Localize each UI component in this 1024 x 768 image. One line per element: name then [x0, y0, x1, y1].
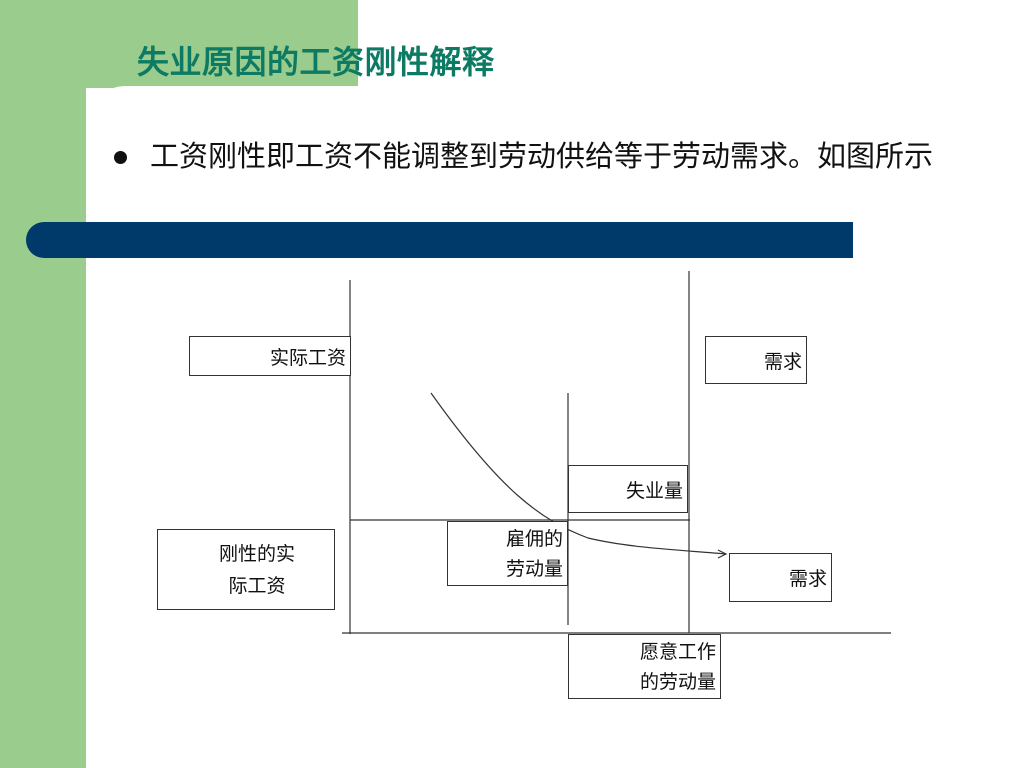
label-real-wage: 实际工资	[189, 336, 351, 376]
bullet-text: 工资刚性即工资不能调整到劳动供给等于劳动需求。如图所示	[150, 139, 934, 173]
label-demand-bottom-text: 需求	[788, 568, 827, 590]
divider-bar	[26, 222, 853, 258]
label-demand-top: 需求	[705, 336, 807, 384]
label-employed-labor: 雇佣的 劳动量	[447, 521, 568, 586]
demand-curve	[430, 392, 727, 555]
label-demand-top-text: 需求	[763, 350, 802, 373]
label-employed-labor-line1: 雇佣的	[505, 527, 563, 550]
label-rigid-wage-line2: 际工资	[228, 574, 286, 597]
green-side-strip	[0, 0, 86, 768]
label-rigid-wage-line1: 刚性的实	[218, 542, 295, 565]
label-real-wage-text: 实际工资	[269, 346, 346, 369]
label-unemployment: 失业量	[568, 465, 688, 513]
label-willing-labor-line1: 愿意工作	[639, 640, 716, 663]
demand-curve-arrowhead	[717, 549, 728, 559]
label-unemployment-text: 失业量	[625, 479, 683, 502]
content-area	[86, 86, 1024, 768]
label-demand-bottom: 需求	[729, 553, 832, 602]
label-employed-labor-line2: 劳动量	[505, 557, 563, 580]
bullet-dot	[114, 151, 127, 164]
label-willing-labor-line2: 的劳动量	[639, 670, 716, 693]
label-willing-labor: 愿意工作 的劳动量	[568, 634, 721, 699]
slide-title: 失业原因的工资刚性解释	[137, 43, 495, 81]
label-rigid-wage: 刚性的实 际工资	[157, 529, 335, 610]
